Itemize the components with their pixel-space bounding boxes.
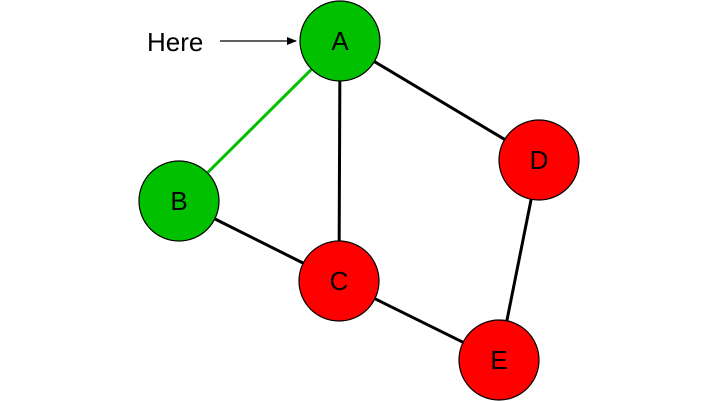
here-label: Here bbox=[147, 27, 203, 57]
node-b-label: B bbox=[170, 186, 187, 216]
edge-a-c bbox=[337, 80, 342, 242]
node-b-circle bbox=[138, 160, 220, 242]
node-d-circle bbox=[498, 119, 580, 201]
here-pointer: Here bbox=[147, 27, 297, 57]
edge-b-c bbox=[214, 217, 304, 265]
node-a-circle bbox=[299, 0, 381, 82]
edges-layer bbox=[206, 60, 533, 344]
edge-a-b bbox=[206, 68, 313, 174]
node-c-label: C bbox=[330, 266, 349, 296]
node-c: C bbox=[298, 240, 380, 322]
edge-d-e bbox=[505, 198, 533, 322]
node-b: B bbox=[138, 160, 220, 242]
node-e: E bbox=[458, 319, 540, 401]
node-a-label: A bbox=[331, 26, 349, 56]
edge-a-d bbox=[373, 60, 506, 141]
node-e-label: E bbox=[490, 345, 507, 375]
node-c-circle bbox=[298, 240, 380, 322]
edge-c-e bbox=[374, 297, 464, 344]
nodes-layer: A B C D E bbox=[138, 0, 580, 401]
node-d-label: D bbox=[530, 145, 549, 175]
node-d: D bbox=[498, 119, 580, 201]
node-a: A bbox=[299, 0, 381, 82]
node-e-circle bbox=[458, 319, 540, 401]
